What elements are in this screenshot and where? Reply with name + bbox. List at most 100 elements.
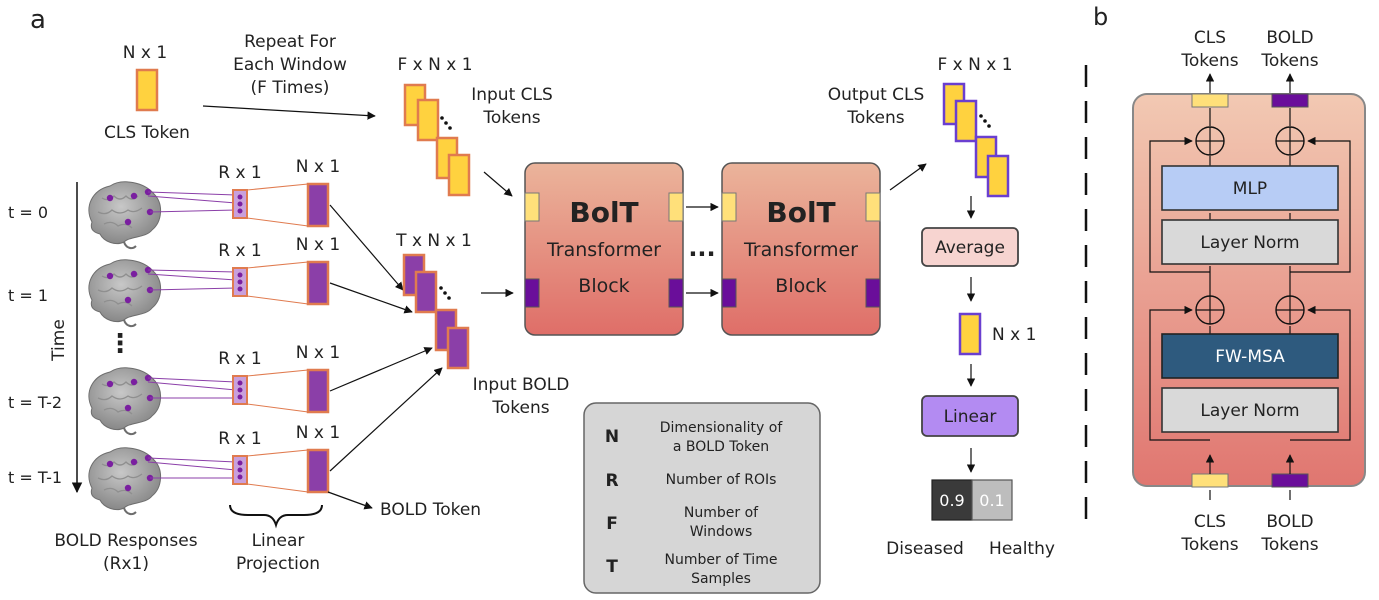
mlp-box — [1161, 165, 1339, 211]
add-node — [1195, 295, 1225, 325]
cls-token-dim: N x 1 — [123, 43, 167, 63]
block2-sub1: Transformer — [743, 239, 858, 261]
input-bold-dim: T x N x 1 — [395, 231, 472, 251]
projection-row-2 — [232, 368, 330, 414]
block2-sub2: Block — [775, 275, 826, 297]
average-label: Average — [935, 238, 1005, 258]
bold-responses-label-2: (Rx1) — [103, 554, 149, 574]
input-cls-label-1: Input CLS — [471, 85, 553, 105]
brain-row-tT2 — [87, 366, 237, 436]
bolt-block-2: BolT Transformer Block — [721, 162, 881, 336]
linear-projection-brace — [229, 504, 323, 529]
legend-symbol-n: N — [605, 427, 619, 447]
block2-title: BolT — [766, 196, 835, 229]
rx1-label-3: R x 1 — [218, 429, 262, 449]
brain-row-tT1 — [87, 446, 237, 516]
rx1-label-1: R x 1 — [218, 241, 262, 261]
legend-desc-t-2: Samples — [691, 571, 751, 587]
panel-a-label: a — [30, 5, 46, 35]
projection-row-3 — [232, 448, 330, 494]
output-cls-label-1: Output CLS — [828, 85, 925, 105]
input-cls-label-2: Tokens — [482, 108, 540, 128]
transformer-block-detail: MLP Layer Norm FW-MSA Layer Norm — [1132, 93, 1366, 488]
score-healthy: 0.1 — [979, 491, 1004, 510]
nx1-label-1: N x 1 — [296, 235, 340, 255]
legend-symbol-t: T — [606, 557, 618, 577]
top-cls-label-1: CLS — [1194, 28, 1226, 48]
projection-row-1 — [232, 260, 330, 306]
bolt-block-1: BolT Transformer Block — [524, 162, 684, 336]
add-node — [1195, 126, 1225, 156]
legend-desc-f-1: Number of — [684, 505, 759, 521]
input-cls-token-stack — [403, 83, 471, 197]
block1-sub2: Block — [578, 275, 629, 297]
layer-norm-label-top: Layer Norm — [1200, 233, 1299, 253]
layer-norm-label-bottom: Layer Norm — [1200, 401, 1299, 421]
brain-row-t0 — [87, 180, 237, 250]
bottom-cls-label-1: CLS — [1194, 512, 1226, 532]
legend-desc-f-2: Windows — [690, 524, 753, 540]
layer-norm-box-bottom — [1161, 387, 1339, 433]
legend-box: N Dimensionality of a BOLD Token R Numbe… — [583, 402, 821, 594]
legend-desc-n-2: a BOLD Token — [673, 439, 769, 455]
legend-desc-n-1: Dimensionality of — [660, 420, 784, 436]
layer-norm-box-top — [1161, 219, 1339, 265]
bold-responses-label-1: BOLD Responses — [54, 531, 197, 551]
output-cls-dim: F x N x 1 — [937, 55, 1012, 75]
time-label-3: t = T-1 — [8, 468, 62, 487]
brain-row-t1 — [87, 258, 237, 328]
vertical-ellipsis: ⋮ — [107, 329, 133, 359]
time-label-2: t = T-2 — [8, 393, 62, 412]
healthy-label: Healthy — [989, 539, 1055, 559]
bottom-bold-label-2: Tokens — [1260, 535, 1318, 555]
repeat-text-1: Repeat For — [244, 32, 336, 52]
top-cls-label-2: Tokens — [1180, 51, 1238, 71]
repeat-text-2: Each Window — [233, 55, 347, 75]
output-cls-label-2: Tokens — [846, 108, 904, 128]
bold-token-label: BOLD Token — [380, 500, 481, 520]
score-healthy-box — [971, 479, 1013, 521]
linear-label: Linear — [944, 407, 997, 427]
time-label-0: t = 0 — [8, 203, 48, 222]
cls-token — [135, 68, 159, 112]
legend-symbol-r: R — [605, 471, 618, 491]
block1-sub1: Transformer — [546, 239, 661, 261]
mlp-label: MLP — [1233, 179, 1267, 199]
legend-desc-r: Number of ROIs — [666, 472, 777, 488]
block1-title: BolT — [569, 196, 638, 229]
nx1-label-0: N x 1 — [296, 157, 340, 177]
top-bold-label-1: BOLD — [1266, 28, 1313, 48]
time-label-1: t = 1 — [8, 286, 48, 305]
nx1-label-2: N x 1 — [296, 343, 340, 363]
final-cls-token — [958, 312, 982, 356]
linear-projection-label-1: Linear — [252, 531, 305, 551]
legend-desc-t-1: Number of Time — [665, 552, 778, 568]
time-axis-label: Time — [49, 319, 69, 362]
output-cls-token-stack — [942, 82, 1010, 198]
linear-box — [921, 395, 1019, 437]
rx1-label-2: R x 1 — [218, 349, 262, 369]
nx1-label-3: N x 1 — [296, 423, 340, 443]
bold-token-arrow — [327, 491, 373, 510]
legend-symbol-f: F — [606, 514, 618, 534]
bottom-bold-label-1: BOLD — [1266, 512, 1313, 532]
add-node — [1275, 126, 1305, 156]
fwmsa-label: FW-MSA — [1215, 347, 1285, 367]
score-diseased-box — [931, 479, 973, 521]
average-box — [921, 227, 1019, 267]
input-bold-label-2: Tokens — [491, 398, 549, 418]
linear-projection-label-2: Projection — [236, 554, 320, 574]
input-bold-label-1: Input BOLD — [473, 375, 570, 395]
rx1-label-0: R x 1 — [218, 163, 262, 183]
repeat-arrow — [202, 105, 376, 120]
add-node — [1275, 295, 1305, 325]
blocks-ellipsis: ··· — [688, 240, 715, 268]
input-bold-token-stack — [402, 253, 470, 370]
repeat-text-3: (F Times) — [251, 78, 330, 98]
final-dim-label: N x 1 — [992, 325, 1036, 345]
fwmsa-box — [1161, 333, 1339, 379]
projection-row-0 — [232, 182, 330, 228]
diseased-label: Diseased — [886, 539, 964, 559]
top-bold-label-2: Tokens — [1260, 51, 1318, 71]
